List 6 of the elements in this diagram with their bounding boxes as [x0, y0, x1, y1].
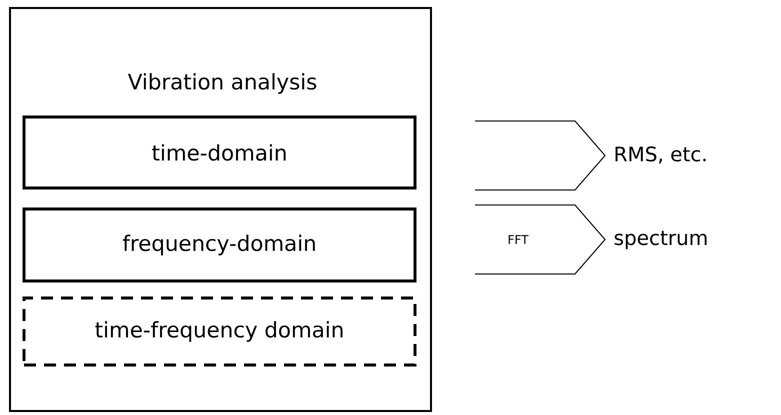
heading: Vibration analysis — [128, 73, 316, 94]
result-text: RMS, etc. — [616, 146, 706, 164]
result-text: spectrum — [614, 230, 707, 250]
domain-box: time-frequency domain — [22, 296, 416, 366]
domain-box: frequency-domain — [22, 208, 416, 282]
domain-box: time-domain — [22, 116, 416, 190]
